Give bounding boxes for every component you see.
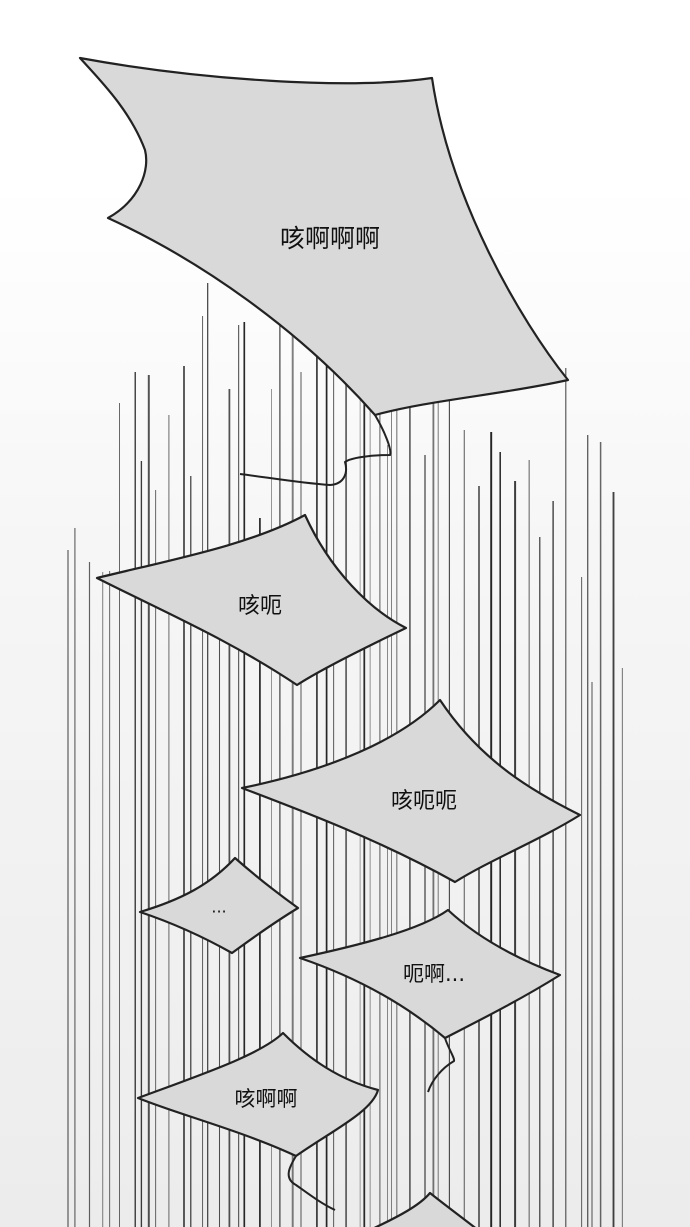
speech-bubble-7-partial — [373, 1191, 476, 1227]
speech-bubble-2: 咳呃 — [95, 513, 408, 687]
bubble-text: 咳呃 — [238, 594, 282, 619]
speech-bubble-1: 咳啊啊啊 — [78, 56, 570, 487]
speech-bubble-6: 咳啊啊 — [136, 1031, 380, 1211]
bubble-text: 呃啊... — [403, 962, 465, 986]
speech-bubble-4: ... — [138, 856, 300, 955]
speech-bubble-3: 咳呃呃 — [240, 698, 582, 884]
bubble-text: 咳呃呃 — [391, 789, 457, 814]
bubble-text: 咳啊啊啊 — [280, 224, 380, 253]
bubble-text: 咳啊啊 — [235, 1087, 298, 1111]
bubble-text: ... — [211, 898, 226, 917]
speech-bubble-5: 呃啊... — [298, 908, 562, 1093]
